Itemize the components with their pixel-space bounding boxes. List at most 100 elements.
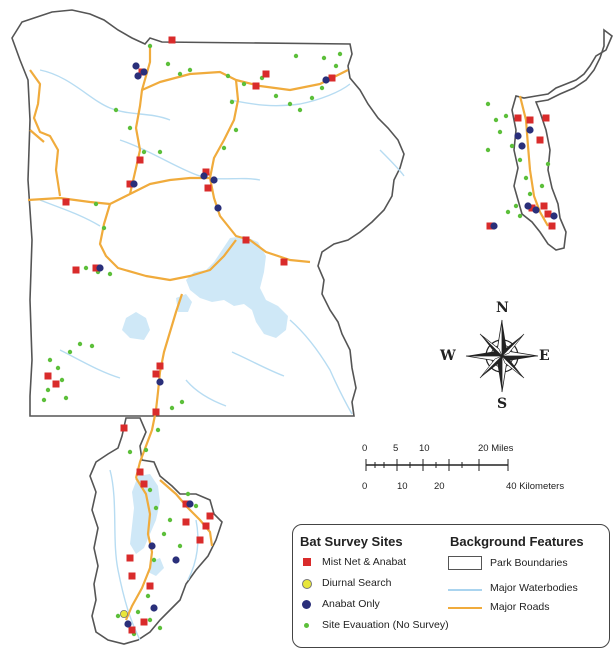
- lake-south: [130, 474, 160, 554]
- anabat-only-marker: [132, 62, 140, 70]
- anabat-only-marker: [172, 556, 180, 564]
- site-evaluation-marker: [221, 145, 227, 151]
- scale-km-40: 40 Kilometers: [506, 481, 565, 492]
- site-evaluation-marker: [309, 95, 315, 101]
- compass-rose: [456, 308, 548, 404]
- site-evaluation-marker: [153, 505, 159, 511]
- site-evaluation-marker: [169, 405, 175, 411]
- road-line-icon: [448, 607, 482, 609]
- mist-net-marker: [62, 198, 70, 206]
- site-evaluation-marker: [321, 55, 327, 61]
- site-evaluation-marker: [493, 117, 499, 123]
- diurnal-search-icon: [302, 579, 312, 589]
- site-evaluation-marker: [77, 341, 83, 347]
- mist-net-marker: [328, 74, 336, 82]
- mist-net-marker: [252, 82, 260, 90]
- site-evaluation-marker: [55, 365, 61, 371]
- compass-south-label: S: [497, 396, 508, 412]
- site-evaluation-marker: [101, 225, 107, 231]
- site-evaluation-marker: [141, 149, 147, 155]
- compass-east-label: E: [539, 348, 550, 364]
- mist-net-icon: [303, 558, 311, 566]
- mist-net-marker: [126, 180, 134, 188]
- mist-net-marker: [140, 480, 148, 488]
- site-evaluation-marker: [155, 427, 161, 433]
- legend-item-mist-net: Mist Net & Anabat: [322, 556, 407, 568]
- anabat-only-marker: [140, 68, 148, 76]
- mist-net-marker: [128, 572, 136, 580]
- lake-small-west: [122, 312, 150, 340]
- site-evaluation-marker: [179, 399, 185, 405]
- site-evaluation-marker: [177, 71, 183, 77]
- anabat-only-marker: [200, 172, 208, 180]
- site-evaluation-marker: [241, 81, 247, 87]
- site-evaluation-marker: [127, 125, 133, 131]
- site-evaluation-marker: [297, 107, 303, 113]
- site-evaluation-marker: [157, 149, 163, 155]
- lake-south-small: [148, 558, 164, 576]
- park-boundary-main: [11, 9, 405, 417]
- site-evaluation-marker: [115, 613, 121, 619]
- mist-net-marker: [92, 264, 100, 272]
- legend: [292, 524, 610, 648]
- site-evaluation-marker: [135, 609, 141, 615]
- anabat-only-marker: [532, 206, 540, 214]
- mist-net-marker: [168, 36, 176, 44]
- mist-net-marker: [152, 408, 160, 416]
- site-evaluation-marker: [497, 129, 503, 135]
- site-evaluation-marker: [59, 377, 65, 383]
- anabat-only-marker: [214, 204, 222, 212]
- mist-net-marker: [152, 370, 160, 378]
- site-evaluation-marker: [147, 43, 153, 49]
- site-evaluation-marker: [333, 63, 339, 69]
- site-evaluation-marker: [233, 127, 239, 133]
- mist-net-marker: [202, 168, 210, 176]
- site-evaluation-marker: [319, 85, 325, 91]
- scale-mile-0: 0: [362, 443, 368, 454]
- mist-net-marker: [44, 372, 52, 380]
- site-evaluation-marker: [113, 107, 119, 113]
- mist-net-marker: [120, 424, 128, 432]
- site-evaluation-marker: [93, 201, 99, 207]
- lake-large: [186, 236, 288, 338]
- anabat-only-marker: [514, 132, 522, 140]
- park-boundary-south: [89, 417, 223, 645]
- mist-net-marker: [536, 136, 544, 144]
- mist-net-marker: [280, 258, 288, 266]
- mist-net-marker: [52, 380, 60, 388]
- site-evaluation-marker: [161, 531, 167, 537]
- legend-item-water: Major Waterbodies: [490, 582, 578, 594]
- site-evaluation-icon: [304, 623, 309, 628]
- site-evaluation-marker: [509, 143, 515, 149]
- site-evaluation-marker: [517, 157, 523, 163]
- compass-north-label: N: [496, 300, 509, 316]
- site-evaluation-marker: [485, 101, 491, 107]
- anabat-only-marker: [124, 620, 132, 628]
- mist-net-marker: [126, 554, 134, 562]
- mist-net-marker: [146, 582, 154, 590]
- site-evaluation-marker: [193, 503, 199, 509]
- scale-km-20: 20: [434, 481, 445, 492]
- waterbody-line-icon: [448, 589, 482, 591]
- site-evaluation-marker: [89, 343, 95, 349]
- legend-background-title: Background Features: [450, 534, 584, 549]
- site-evaluation-marker: [273, 93, 279, 99]
- compass-west-label: W: [440, 348, 456, 364]
- legend-item-evaluation: Site Evauation (No Survey): [322, 619, 449, 631]
- mist-net-marker: [136, 468, 144, 476]
- diurnal-search-marker: [120, 610, 129, 619]
- scale-mile-10: 10: [419, 443, 430, 454]
- scale-mile-5: 5: [393, 443, 399, 454]
- site-evaluation-marker: [147, 617, 153, 623]
- site-evaluation-marker: [187, 67, 193, 73]
- site-evaluation-marker: [225, 73, 231, 79]
- site-evaluation-marker: [229, 99, 235, 105]
- anabat-only-marker: [96, 264, 104, 272]
- legend-item-boundary: Park Boundaries: [490, 557, 568, 569]
- park-boundary-east: [511, 28, 613, 251]
- site-evaluation-marker: [165, 61, 171, 67]
- site-evaluation-marker: [63, 395, 69, 401]
- legend-item-road: Major Roads: [490, 601, 550, 613]
- site-evaluation-marker: [513, 203, 519, 209]
